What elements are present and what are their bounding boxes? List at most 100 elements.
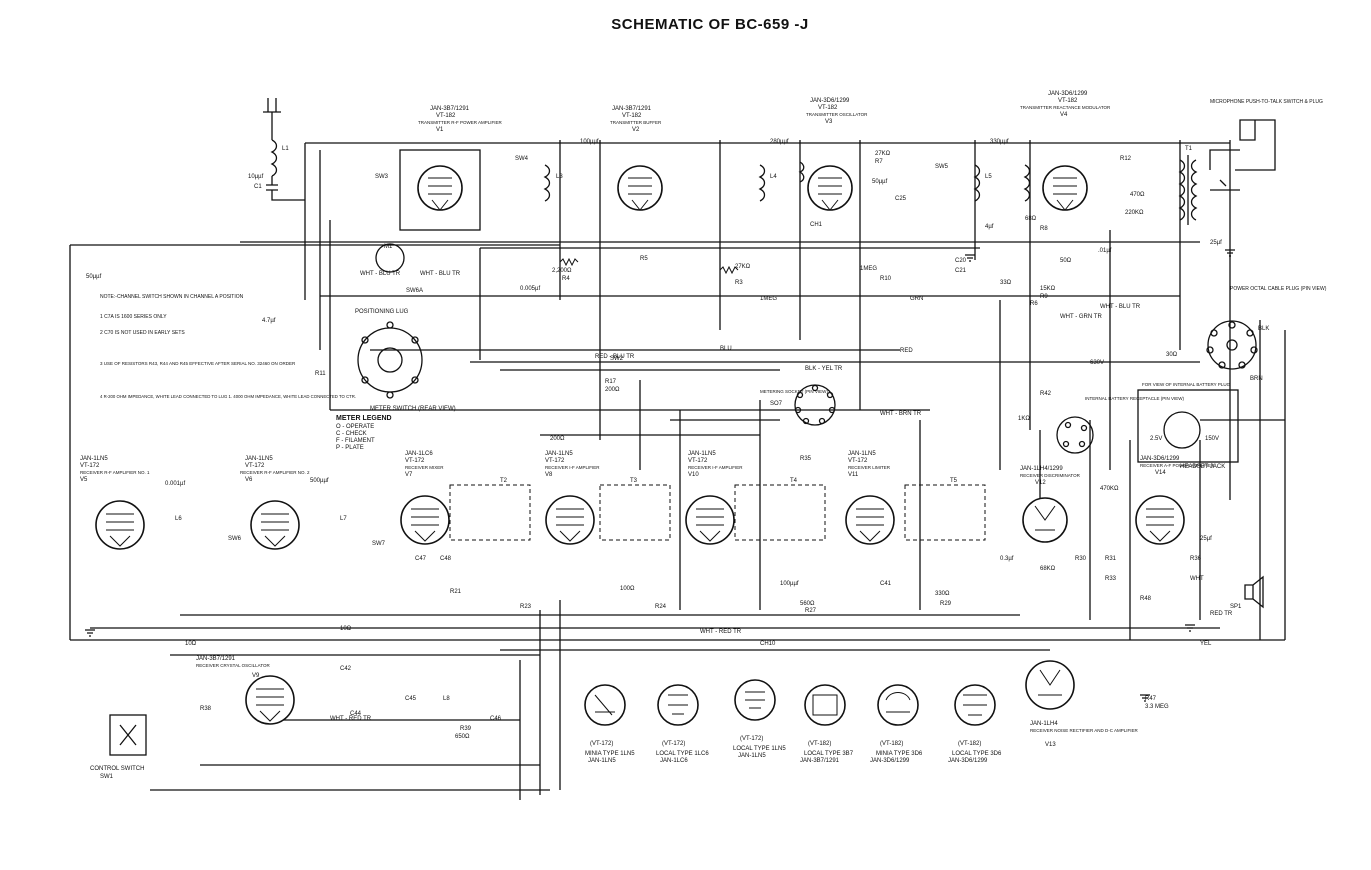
notes-block: NOTE:-CHANNEL SWITCH SHOWN IN CHANNEL A … [86, 274, 356, 399]
r-68k-value: 68KΩ [1040, 566, 1056, 572]
c47-label: C47 [415, 556, 427, 562]
v7-vt: VT-172 [405, 458, 425, 464]
v8-vt: VT-172 [545, 458, 565, 464]
base-6-sub: JAN-3D6/1299 [948, 758, 988, 764]
tube-v9: JAN-3B7/1291 RECEIVER CRYSTAL OSCILLATOR… [196, 656, 295, 725]
wire-wht-grn: WHT - GRN TR [1060, 314, 1102, 320]
ch10-label: CH10 [760, 641, 776, 647]
r39-label: R39 [460, 726, 472, 732]
c-330-value: 330µµf [990, 139, 1009, 145]
v-2-value: 2.5V [1150, 436, 1162, 442]
ch1-label: CH1 [810, 222, 823, 228]
base-1-sub: JAN-1LN5 [588, 758, 616, 764]
c46-label: C46 [490, 716, 502, 722]
meter-legend-1: C - CHECK [336, 431, 367, 437]
base-4-sub: JAN-3B7/1291 [800, 758, 840, 764]
tube-v11: JAN-1LN5 VT-172 RECEIVER LIMITER V11 [845, 451, 895, 545]
power-plug: POWER OCTAL CABLE PLUG (PIN VIEW) 30Ω 63… [1090, 286, 1327, 370]
c25-label: C25 [895, 196, 907, 202]
r-470-value: 470Ω [1130, 192, 1145, 198]
v11-type: JAN-1LN5 [848, 451, 876, 457]
r4-label: R4 [562, 276, 570, 282]
c1-label: C1 [254, 184, 262, 190]
t2-label: T2 [500, 478, 508, 484]
note-1: 1 C7A IS 1600 SERIES ONLY [100, 314, 167, 320]
r9-label: R9 [1040, 294, 1048, 300]
base-2-sub: JAN-1LC6 [660, 758, 688, 764]
t1-label: T1 [1185, 146, 1193, 152]
wire-wht-brn: WHT - BRN TR [880, 411, 922, 417]
v6-vt: VT-172 [245, 463, 265, 469]
metering-socket: METERING SOCKET (PIN VIEW) SO7 R35 [760, 384, 836, 462]
base-diagram-4: (VT-182) LOCAL TYPE 3B7 JAN-3B7/1291 [800, 684, 854, 764]
c45-label: C45 [405, 696, 417, 702]
r-330-value: 330Ω [935, 591, 950, 597]
note-2: 2 C70 IS NOT USED IN EARLY SETS [100, 330, 185, 336]
c41-label: C41 [880, 581, 892, 587]
v9-type: JAN-3B7/1291 [196, 656, 236, 662]
base-diagram-3: (VT-172) LOCAL TYPE 1LN5 JAN-1LN5 [733, 679, 786, 759]
r-220k-value: 220KΩ [1125, 210, 1144, 216]
r17-label: R17 [605, 379, 617, 385]
battery-plug-label: FOR VIEW OF INTERNAL BATTERY PLUG [1142, 382, 1231, 387]
r3-label: R3 [735, 280, 743, 286]
v13-type: JAN-1LH4 [1030, 721, 1058, 727]
v1-type: JAN-3B7/1291 [430, 106, 470, 112]
v10-type: JAN-1LN5 [688, 451, 716, 457]
v5-vt: VT-172 [80, 463, 100, 469]
note-3: 3 USE OF RESISTORS R43, R44 AND R45 EFFE… [100, 361, 296, 366]
battery-receptacle: INTERNAL BATTERY RECEPTACLE (PIN VIEW) F… [1040, 382, 1239, 463]
t3-label: T3 [630, 478, 638, 484]
v4-role: TRANSMITTER REACTANCE MODULATOR [1020, 105, 1111, 110]
sw5-label: SW5 [935, 164, 949, 170]
c-100-value-2: 100µµf [780, 581, 799, 587]
r-470k-value: 470KΩ [1100, 486, 1119, 492]
note-4: 4 R-200 OHM IMPEDANCE, WHITE LEAD CONNEC… [100, 394, 356, 399]
wire-red-tr: RED TR [1210, 611, 1233, 617]
v3-role: TRANSMITTER OSCILLATOR [806, 112, 868, 117]
v1-ref: V1 [436, 127, 444, 133]
v2-role: TRANSMITTER BUFFER [610, 120, 662, 125]
r30-label: R30 [1075, 556, 1087, 562]
v12-type: JAN-1LH4/1299 [1020, 466, 1063, 472]
if-transformers: T2 T3 T4 T5 L6 L7 L8 [175, 478, 986, 702]
r5-label: R5 [640, 256, 648, 262]
wire-wht: WHT [1190, 576, 1204, 582]
c-01-value: .01µf [1098, 248, 1112, 254]
r-30-value: 30Ω [1166, 352, 1178, 358]
base-5-sub: JAN-3D6/1299 [870, 758, 910, 764]
v3-type: JAN-3D6/1299 [810, 98, 850, 104]
microphone: MICROPHONE PUSH-TO-TALK SWITCH & PLUG [1209, 99, 1323, 191]
base-6-vt: (VT-182) [958, 741, 981, 747]
wire-yel: YEL [1200, 641, 1212, 647]
control-switch-label: CONTROL SWITCH [90, 766, 144, 772]
c20-label: C20 [955, 258, 967, 264]
meter-legend-3: P - PLATE [336, 445, 364, 451]
c-4mfd-value: 4µf [985, 224, 994, 230]
v5-type: JAN-1LN5 [80, 456, 108, 462]
transformer-t1: T1 [1178, 146, 1198, 225]
meter-legend-0: O - OPERATE [336, 424, 374, 430]
r11-label: R11 [315, 371, 326, 377]
power-plug-label: POWER OCTAL CABLE PLUG (PIN VIEW) [1230, 286, 1327, 292]
r47-label: R47 [1145, 696, 1157, 702]
r-50-value: 50Ω [1060, 258, 1072, 264]
v14-role: RECEIVER A-F POWER AMPLIFIER [1140, 463, 1215, 468]
t4-label: T4 [790, 478, 798, 484]
c44-label: C44 [350, 711, 362, 717]
base-diagram-2: (VT-172) LOCAL TYPE 1LC6 JAN-1LC6 [656, 684, 709, 764]
l1-label: L1 [282, 146, 289, 152]
c-47-value: 4.7µf [262, 318, 276, 324]
v5-ref: V5 [80, 477, 88, 483]
c-001-value: 0.001µf [165, 481, 185, 487]
note-0: NOTE:-CHANNEL SWITCH SHOWN IN CHANNEL A … [100, 294, 244, 300]
so7-label: SO7 [770, 401, 783, 407]
wire-wht-red: WHT - RED TR [700, 629, 742, 635]
headset-jack-label: HEADSET JACK [1180, 464, 1225, 470]
c21-label: C21 [955, 268, 967, 274]
sw1-label: SW1 [100, 774, 114, 780]
v10-ref: V10 [688, 472, 699, 478]
r-200-value: 200Ω [605, 387, 620, 393]
l6-label: L6 [175, 516, 182, 522]
